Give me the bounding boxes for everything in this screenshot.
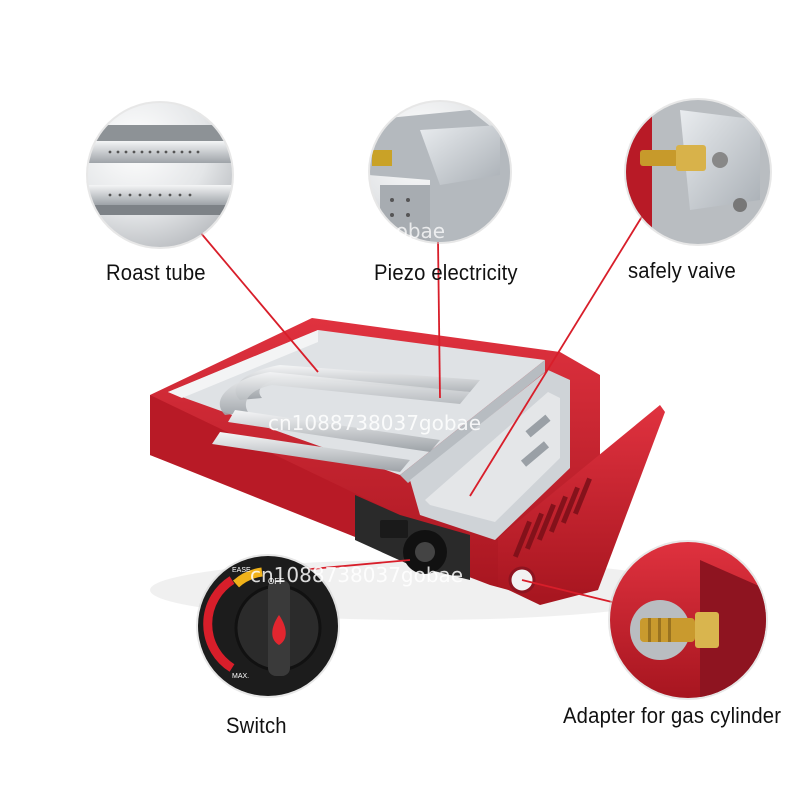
stove-body	[150, 318, 690, 620]
watermarks: cn1088738037gobae cn1088738037gobae cn10…	[232, 219, 481, 587]
leader-lines	[199, 209, 647, 603]
detail-switch: OFF EASE MAX.	[196, 554, 340, 698]
label-gas-adapter: Adapter for gas cylinder	[563, 703, 782, 728]
watermark-2: cn1088738037gobae	[268, 411, 481, 435]
detail-gas-adapter	[608, 540, 768, 700]
watermark-3: cn1088738037gobae	[250, 563, 463, 587]
knob-max-label: MAX.	[232, 673, 249, 680]
label-switch: Switch	[226, 713, 287, 738]
label-safety-valve: safely vaive	[628, 258, 736, 283]
knob-ease-label: EASE	[232, 567, 251, 574]
watermark-1: cn1088738037gobae	[232, 219, 445, 243]
knob-off-label: OFF	[268, 577, 284, 586]
detail-roast-tube	[86, 101, 234, 249]
detail-piezo	[368, 100, 512, 244]
detail-safety-valve	[624, 98, 772, 246]
label-roast-tube: Roast tube	[106, 260, 206, 285]
label-piezo-electricity: Piezo electricity	[374, 260, 518, 285]
